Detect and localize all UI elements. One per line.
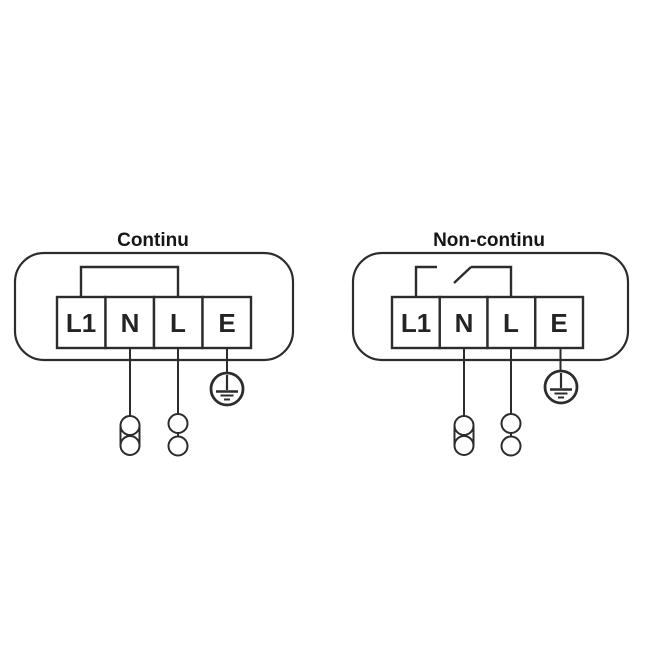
terminal-block: L1 N L E [390,295,585,350]
bridge-link-icon [79,265,180,299]
terminal-box-e [201,295,253,350]
double-pin-connector-icon [119,415,141,456]
terminal-label-n: N [121,308,140,338]
terminal-block: L1 N L E [55,295,253,350]
earth-ground-icon [209,371,245,407]
terminal-label-n: N [455,308,474,338]
pin-connector-icon [500,413,522,457]
terminal-box-n [438,295,489,350]
terminal-label-l1: L1 [401,308,431,338]
diagram-title: Continu [117,230,189,251]
switch-icon [414,265,513,299]
terminal-box-l1 [55,295,107,350]
terminal-label-l1: L1 [66,308,96,338]
earth-ground-icon [543,369,579,405]
device-outline [351,251,630,362]
terminal-box-l1 [390,295,441,350]
terminal-label-e: E [550,308,567,338]
terminal-box-e [534,295,585,350]
diagram-title: Non-continu [433,230,545,251]
diagram-continu: Continu L1 N L E [13,230,295,457]
device-outline [13,251,295,362]
double-pin-connector-icon [453,415,475,456]
pin-connector-icon [167,413,189,457]
diagram-non-continu: Non-continu L1 N L E [351,230,630,457]
terminal-label-e: E [218,308,235,338]
terminal-label-l: L [170,308,186,338]
terminal-label-l: L [503,308,519,338]
